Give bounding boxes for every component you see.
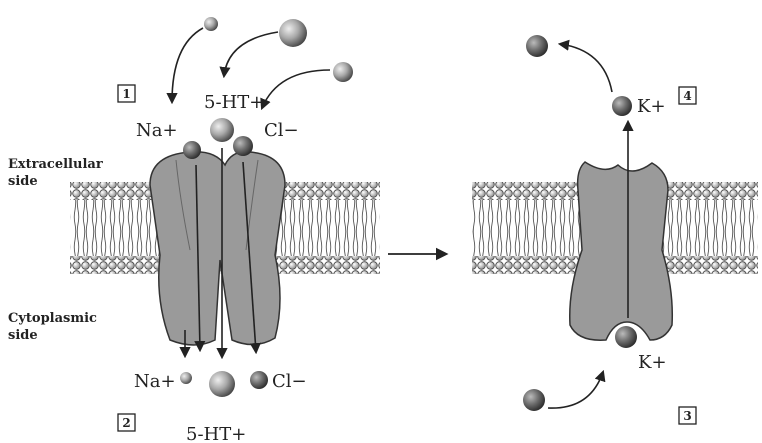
svg-text:2: 2 [122,416,130,430]
serotonin-ion-out [279,19,307,47]
cytoplasmic-side-label: side [8,328,38,343]
serotonin-label-in: 5-HT+ [186,424,246,443]
chloride-ion-bound [233,136,253,156]
potassium-ion-bound [615,326,637,348]
serotonin-ion-bound [210,118,234,142]
serotonin-transporter [150,152,285,345]
chloride-ion-in [250,371,268,389]
svg-text:1: 1 [122,87,130,101]
sodium-ion-in [180,372,192,384]
serotonin-transporter-inward [570,162,673,340]
potassium-label-out: K+ [637,96,666,117]
potassium-ion-released [526,35,548,57]
step-2-box: 2 [118,414,135,431]
serotonin-label-out: 5-HT+ [204,92,264,113]
serotonin-ion-in [209,371,235,397]
step-3-box: 3 [679,407,696,424]
potassium-label-in: K+ [638,352,667,373]
svg-text:3: 3 [683,409,691,423]
cytoplasmic-label: Cytoplasmic [8,311,97,326]
svg-text:4: 4 [683,89,691,103]
sodium-label-out: Na+ [136,120,178,141]
extracellular-side-label: side [8,174,38,189]
extracellular-label: Extracellular [8,157,103,172]
sodium-ion-out [204,17,218,31]
chloride-label-out: Cl− [264,120,299,141]
step-4-box: 4 [679,87,696,104]
chloride-label-in: Cl− [272,371,307,392]
sodium-label-in: Na+ [134,371,176,392]
potassium-ion-out [612,96,632,116]
chloride-ion-out [333,62,353,82]
step-1-box: 1 [118,85,135,102]
sodium-ion-bound [183,141,201,159]
potassium-ion-incoming [523,389,545,411]
